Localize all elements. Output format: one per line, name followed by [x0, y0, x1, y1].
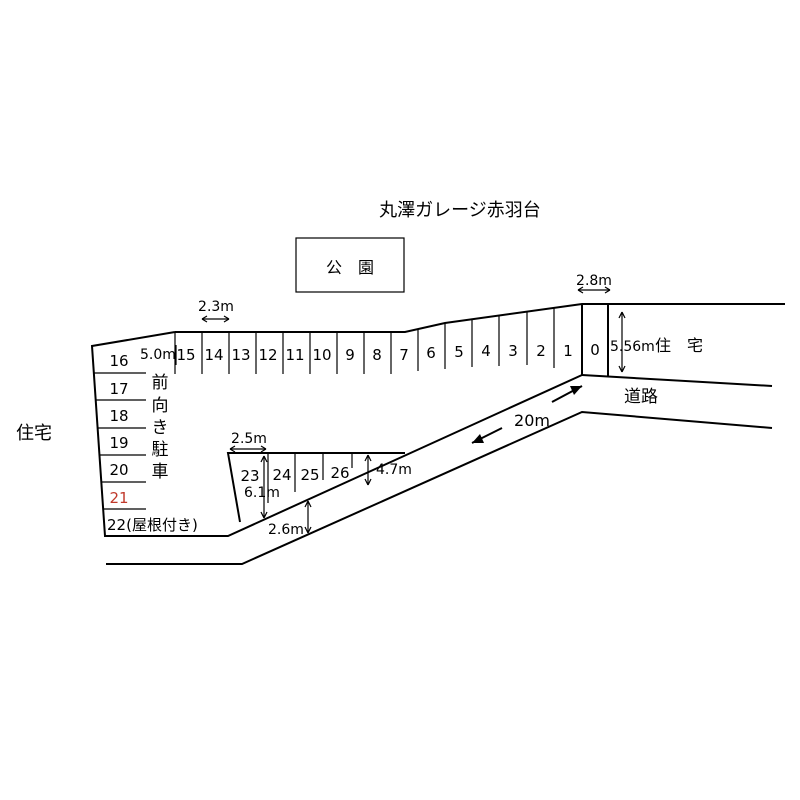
front-parking-char: 向 [152, 396, 169, 416]
space-number: 12 [258, 346, 277, 364]
arrowhead [260, 455, 268, 519]
arrowhead [201, 315, 230, 323]
arrowhead [229, 445, 267, 453]
front-parking-char: 車 [152, 462, 169, 482]
dim-upper-depth: 5.0m [140, 347, 176, 363]
house-label-right: 住 宅 [655, 336, 703, 355]
park-label: 公 園 [326, 258, 374, 277]
space-number: 6 [426, 344, 436, 362]
arrowhead [577, 286, 611, 294]
space-number: 13 [231, 346, 250, 364]
top-row-dividers [174, 308, 555, 374]
space-number: 20 [109, 461, 128, 479]
dim-road-length: 20m [514, 411, 550, 430]
house-label-left: 住宅 [16, 423, 52, 444]
dim-right-depth: 5.56m [610, 339, 655, 355]
space-number-22: 22(屋根付き) [107, 516, 198, 534]
road-edge-upper [581, 374, 773, 387]
lower-island: 23 24 25 26 [226, 452, 405, 523]
space-number: 7 [399, 346, 409, 364]
arrowhead [618, 311, 626, 373]
space-number: 16 [109, 352, 128, 370]
space-number: 10 [312, 346, 331, 364]
space-number: 3 [508, 342, 518, 360]
space-number: 25 [300, 466, 319, 484]
space-number: 11 [285, 346, 304, 364]
dim-aisle-width: 2.6m [268, 522, 304, 538]
arrowhead [364, 454, 372, 486]
dim-lower-depth: 6.1m [244, 485, 280, 501]
lot-outline-top [175, 303, 785, 333]
space-number: 15 [176, 346, 195, 364]
arrowhead [570, 386, 582, 395]
space-number: 23 [240, 467, 259, 485]
front-parking-char: き [152, 418, 169, 438]
space-number: 18 [109, 407, 128, 425]
space-number: 19 [109, 434, 128, 452]
arrowhead [304, 500, 312, 534]
space-number: 17 [109, 380, 128, 398]
space-number: 0 [590, 341, 600, 359]
road-edge-lower [106, 410, 773, 565]
dim-lower-space-width: 2.5m [231, 431, 267, 447]
park-box [295, 237, 405, 293]
left-column: 16 17 18 19 20 21 22(屋根付き) [93, 352, 198, 534]
arrowhead [472, 434, 484, 443]
map-title: 丸澤ガレージ赤羽台 [379, 200, 541, 221]
space-number-21: 21 [109, 489, 128, 507]
dim-top-space-width: 2.3m [198, 299, 234, 315]
space-number: 2 [536, 342, 546, 360]
space-number: 8 [372, 346, 382, 364]
road-label: 道路 [624, 387, 658, 407]
space-number: 9 [345, 346, 355, 364]
dim-right-space-width: 2.8m [576, 273, 612, 289]
front-parking-char: 駐 [152, 440, 169, 460]
space-number: 5 [454, 343, 464, 361]
dim-lower-right-depth: 4.7m [376, 462, 412, 478]
space-number: 1 [563, 342, 573, 360]
lot-outline-left [90, 331, 583, 537]
front-parking-label: 前 向 き 駐 車 [152, 373, 169, 482]
dimension-markers: 2.3m 2.8m 5.0m 5.56m 2.5m 6.1m 4.7m 2.6m [140, 273, 655, 538]
space-number: 14 [204, 346, 223, 364]
front-parking-char: 前 [152, 373, 169, 393]
space-number: 4 [481, 342, 491, 360]
island-outline [226, 452, 405, 523]
top-row-labels: 15 14 13 12 11 10 9 8 7 6 5 4 3 2 1 0 [176, 341, 599, 364]
space-number: 24 [272, 466, 291, 484]
space-number: 26 [330, 464, 349, 482]
